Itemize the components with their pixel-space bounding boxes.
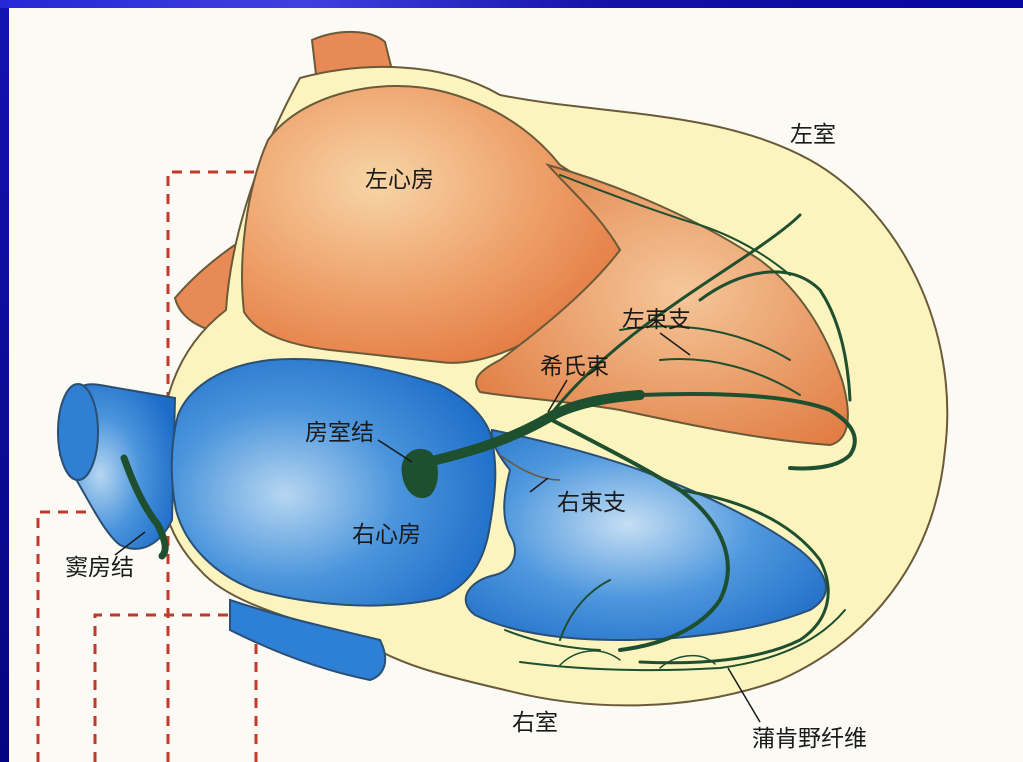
- label-right-atrium: 右心房: [352, 522, 421, 548]
- guide-line-3: [95, 615, 258, 762]
- diagram-panel: 左室 左心房 左束支 希氏束 房室结 右束支 右心房 窦房结 右室 蒲肯野纤维: [9, 8, 1023, 762]
- top-stripe: [0, 0, 1023, 8]
- label-sa-node: 窦房结: [65, 555, 134, 581]
- right-atrium: [172, 359, 496, 606]
- label-right-bundle-branch: 右束支: [557, 490, 626, 516]
- label-left-ventricle: 左室: [790, 122, 836, 148]
- heart-conduction-diagram: 左室 左心房 左束支 希氏束 房室结 右束支 右心房 窦房结 右室 蒲肯野纤维: [9, 8, 1023, 762]
- label-left-atrium: 左心房: [365, 167, 434, 193]
- guide-line-2: [38, 512, 170, 762]
- label-left-bundle-branch: 左束支: [622, 307, 691, 333]
- vena-cava-opening: [58, 384, 98, 480]
- label-av-node: 房室结: [305, 420, 374, 446]
- label-right-ventricle: 右室: [512, 710, 558, 736]
- label-purkinje-fibers: 蒲肯野纤维: [752, 726, 867, 752]
- label-his-bundle: 希氏束: [540, 354, 609, 380]
